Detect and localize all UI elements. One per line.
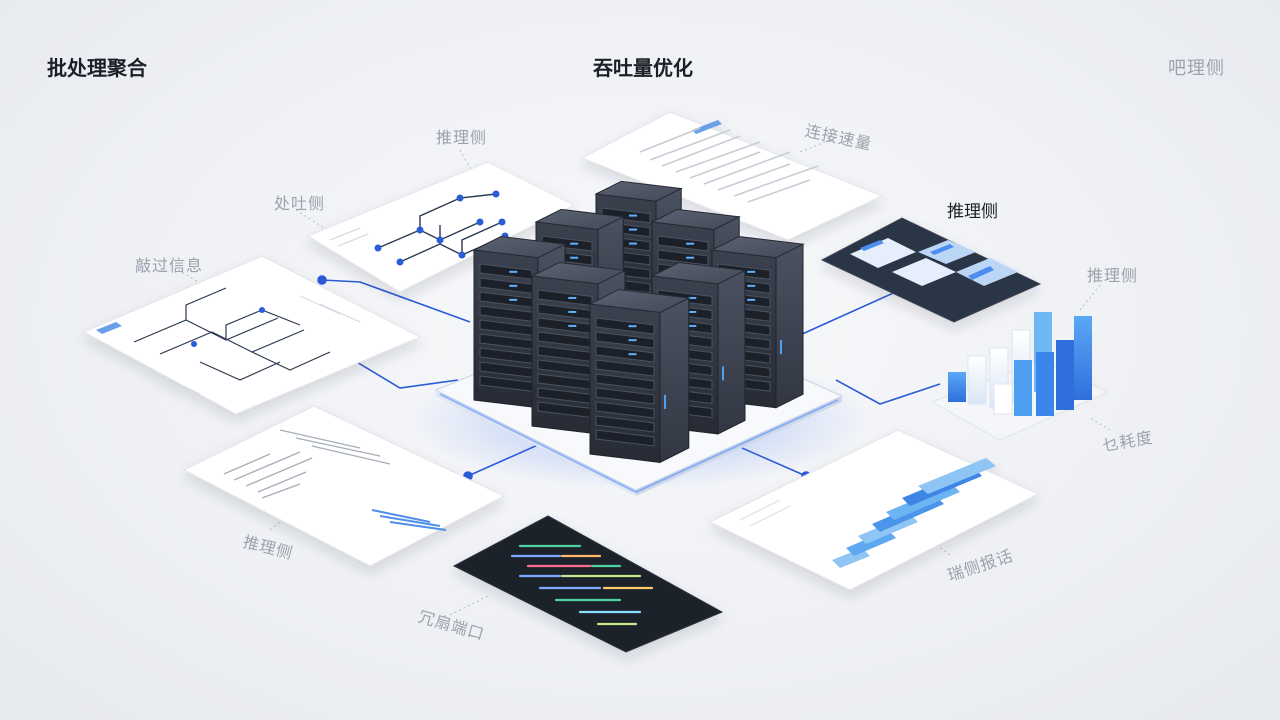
label-diagram-top: 推理侧 xyxy=(436,128,488,147)
heading-inference-side: 推理侧 xyxy=(947,202,998,222)
text-document-panel xyxy=(580,111,884,241)
flowchart-panel xyxy=(82,255,422,415)
log-document-panel xyxy=(182,405,506,567)
label-diagram-left: 处吐侧 xyxy=(274,194,326,213)
server-cluster xyxy=(472,180,805,464)
horizontal-bar-chart-panel xyxy=(708,429,1040,591)
heading-batch-aggregation: 批处理聚合 xyxy=(47,56,147,80)
heading-top-right: 吧理侧 xyxy=(1168,58,1225,79)
dashboard-panel xyxy=(820,217,1042,323)
diagram-panel xyxy=(306,161,576,293)
server-rack xyxy=(588,289,691,464)
label-doc-left: 敲过信息 xyxy=(135,256,204,275)
bar-chart-3d xyxy=(930,312,1110,441)
code-terminal-panel xyxy=(452,515,724,653)
heading-throughput-optimization: 吞吐量优化 xyxy=(593,56,693,80)
label-chart-right: 推理侧 xyxy=(1087,266,1139,285)
